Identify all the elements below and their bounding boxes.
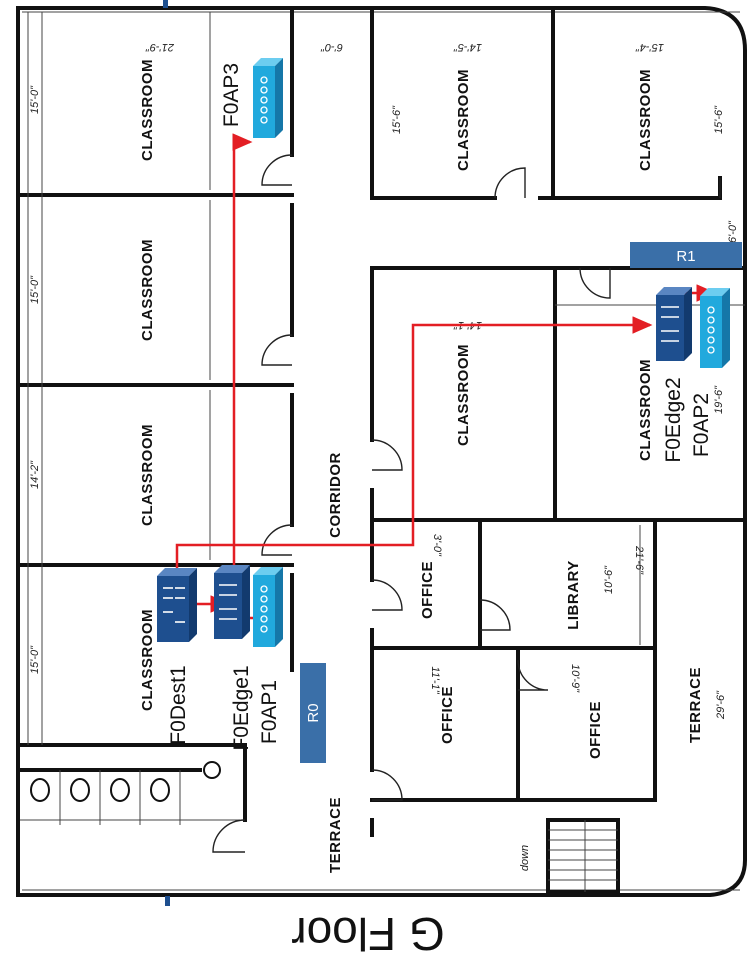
dim-6: 15'-6" (391, 105, 403, 134)
dim-19: 6'-0" (727, 220, 739, 243)
dim-3: 14'-5" (453, 41, 482, 53)
room-classroom-1: CLASSROOM (139, 59, 156, 161)
doors (212, 154, 721, 853)
room-classroom-3: CLASSROOM (139, 424, 156, 526)
marker-top (163, 0, 168, 8)
walls (16, 6, 747, 897)
dim-7: 15'-6" (713, 105, 725, 134)
room-office-3: OFFICE (587, 701, 604, 759)
dim-10: 15'-0" (29, 645, 41, 674)
dim-18: 3'-0" (431, 534, 443, 557)
dim-1: 21'-9" (145, 41, 175, 53)
dim-17: 29'-6" (715, 690, 727, 720)
room-classroom-8: CLASSROOM (637, 359, 654, 461)
room-library: LIBRARY (565, 560, 582, 630)
device-labels: F0AP3 F0Dest1 F0Edge1 F0AP1 F0Edge2 F0AP… (167, 63, 713, 751)
room-classroom-7: CLASSROOM (455, 344, 472, 446)
dim-8: 15'-0" (29, 275, 41, 304)
router-r0-label: R0 (305, 703, 322, 722)
router-r1[interactable]: R1 (630, 242, 742, 268)
label-edge1: F0Edge1 (230, 665, 253, 750)
label-ap3: F0AP3 (220, 63, 243, 127)
room-terrace-2: TERRACE (687, 667, 704, 743)
dim-4: 15'-4" (635, 41, 664, 53)
switch-icon[interactable] (214, 565, 250, 639)
dim-5: 15'-0" (29, 85, 41, 114)
toilets (30, 761, 221, 802)
room-office-2: OFFICE (439, 686, 456, 744)
label-edge2: F0Edge2 (662, 377, 685, 462)
access-point-icon[interactable] (253, 567, 283, 647)
label-dest1: F0Dest1 (167, 665, 190, 744)
label-ap1: F0AP1 (258, 680, 281, 744)
dimension-labels: 21'-9" 6'-0" 14'-5" 15'-4" 15'-0" 15'-6"… (29, 41, 739, 720)
link-edge1-ap3 (232, 133, 253, 568)
router-r0[interactable]: R0 (300, 663, 326, 763)
access-point-icon[interactable] (253, 58, 283, 138)
label-ap2: F0AP2 (690, 393, 713, 457)
room-labels: CLASSROOM CLASSROOM CLASSROOM CLASSROOM … (139, 59, 704, 873)
room-classroom-6: CLASSROOM (637, 69, 654, 171)
access-point-icon[interactable] (700, 288, 730, 368)
dim-9: 14'-2" (29, 460, 41, 489)
dim-16: 10'-9" (569, 664, 581, 693)
stairs (546, 818, 620, 894)
dim-12: 19'-6" (713, 385, 725, 414)
room-terrace-1: TERRACE (327, 797, 344, 873)
dim-14: 10'-6" (603, 565, 615, 594)
room-corridor: CORRIDOR (327, 452, 344, 538)
router-r1-label: R1 (676, 248, 695, 265)
room-classroom-2: CLASSROOM (139, 239, 156, 341)
link-dest1-edge2 (175, 316, 653, 582)
dim-2: 6'-0" (320, 41, 343, 53)
marker-bottom (165, 896, 170, 906)
room-classroom-4: CLASSROOM (139, 609, 156, 711)
switch-icon[interactable] (656, 287, 692, 361)
dim-15: 11'-1" (429, 666, 441, 694)
dim-13: 21'-6" (633, 545, 645, 575)
room-office-1: OFFICE (419, 561, 436, 619)
stairs-down-label: down (519, 845, 531, 871)
distribution-switch-icon[interactable] (157, 568, 197, 642)
room-classroom-5: CLASSROOM (455, 69, 472, 171)
floor-label: G Floor (291, 908, 444, 960)
